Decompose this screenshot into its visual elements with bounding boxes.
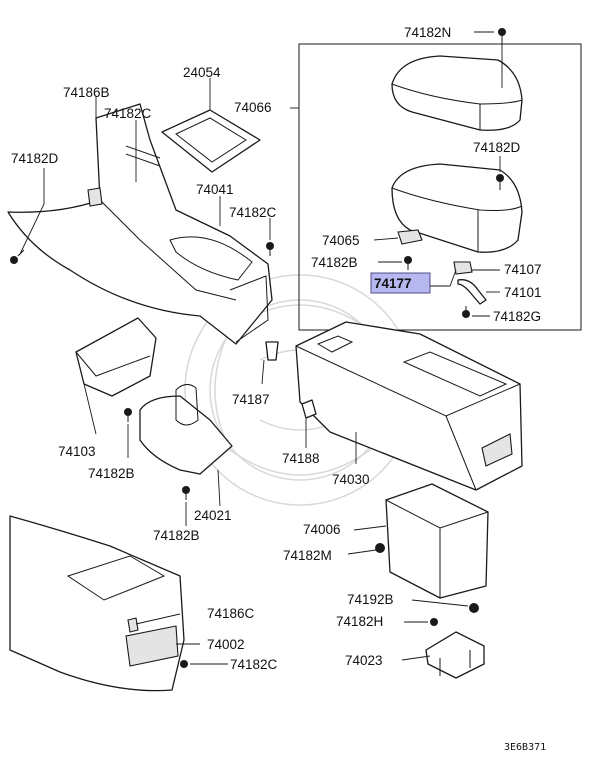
screw-icon — [469, 603, 479, 613]
label-74002[interactable]: 74002 — [207, 637, 245, 652]
highlight-74177 — [370, 272, 431, 294]
screw-icon — [375, 543, 385, 553]
label-74186C[interactable]: 74186C — [207, 606, 255, 621]
center-console-body — [295, 321, 523, 491]
screw-icon — [10, 249, 25, 264]
storage-tray — [75, 317, 157, 397]
armrest-lid-cover — [391, 55, 523, 131]
screw-icons — [10, 28, 506, 668]
screw-icon — [404, 256, 412, 270]
screw-icon — [498, 28, 506, 44]
label-74182C-mid[interactable]: 74182C — [229, 205, 277, 220]
label-74101[interactable]: 74101 — [504, 285, 542, 300]
label-74182D-left[interactable]: 74182D — [11, 151, 59, 166]
label-74023[interactable]: 74023 — [345, 653, 383, 668]
shift-bezel-frame — [161, 109, 261, 173]
label-74107[interactable]: 74107 — [504, 262, 542, 277]
label-74182N[interactable]: 74182N — [404, 25, 451, 40]
label-74182C-top[interactable]: 74182C — [104, 106, 152, 121]
screw-icon — [462, 306, 470, 318]
label-74188[interactable]: 74188 — [282, 451, 320, 466]
rear-console-body — [9, 515, 185, 692]
label-74182C-bottom[interactable]: 74182C — [230, 657, 278, 672]
leader-lines — [19, 31, 503, 665]
label-74066[interactable]: 74066 — [234, 100, 272, 115]
storage-box — [385, 483, 489, 599]
label-74182G[interactable]: 74182G — [493, 309, 541, 324]
label-74103[interactable]: 74103 — [58, 444, 96, 459]
lid-hinge-parts — [397, 229, 487, 305]
armrest-lid — [391, 163, 523, 253]
screw-icon — [266, 242, 274, 256]
part-labels: 74182N 24054 74186B 74182C 74066 74182D … — [11, 25, 542, 672]
label-74177[interactable]: 74177 — [374, 276, 412, 291]
label-24021[interactable]: 24021 — [194, 508, 232, 523]
label-74182M[interactable]: 74182M — [283, 548, 332, 563]
label-74182B-top[interactable]: 74182B — [311, 255, 358, 270]
label-74182B-left[interactable]: 74182B — [88, 466, 135, 481]
label-74030[interactable]: 74030 — [332, 472, 370, 487]
label-74006[interactable]: 74006 — [303, 522, 341, 537]
label-74041[interactable]: 74041 — [196, 182, 234, 197]
screw-icon — [124, 408, 132, 422]
label-74182H[interactable]: 74182H — [336, 614, 383, 629]
mounting-bracket — [425, 631, 485, 679]
label-74182D-right[interactable]: 74182D — [473, 140, 521, 155]
armrest-group-box — [298, 43, 582, 331]
shift-boot — [139, 384, 233, 475]
screw-icon — [496, 174, 504, 190]
diagram-code: 3E6B371 — [504, 742, 546, 753]
label-24054[interactable]: 24054 — [183, 65, 221, 80]
screw-icon — [430, 618, 438, 626]
label-74186B[interactable]: 74186B — [63, 85, 110, 100]
screw-icon — [182, 486, 190, 500]
label-74187[interactable]: 74187 — [232, 392, 270, 407]
label-74065[interactable]: 74065 — [322, 233, 360, 248]
label-74192B[interactable]: 74192B — [347, 592, 394, 607]
upper-console-panel — [7, 103, 273, 345]
clip-icons — [265, 341, 317, 419]
screw-icon — [180, 660, 188, 668]
label-74182B-bottom[interactable]: 74182B — [153, 528, 200, 543]
